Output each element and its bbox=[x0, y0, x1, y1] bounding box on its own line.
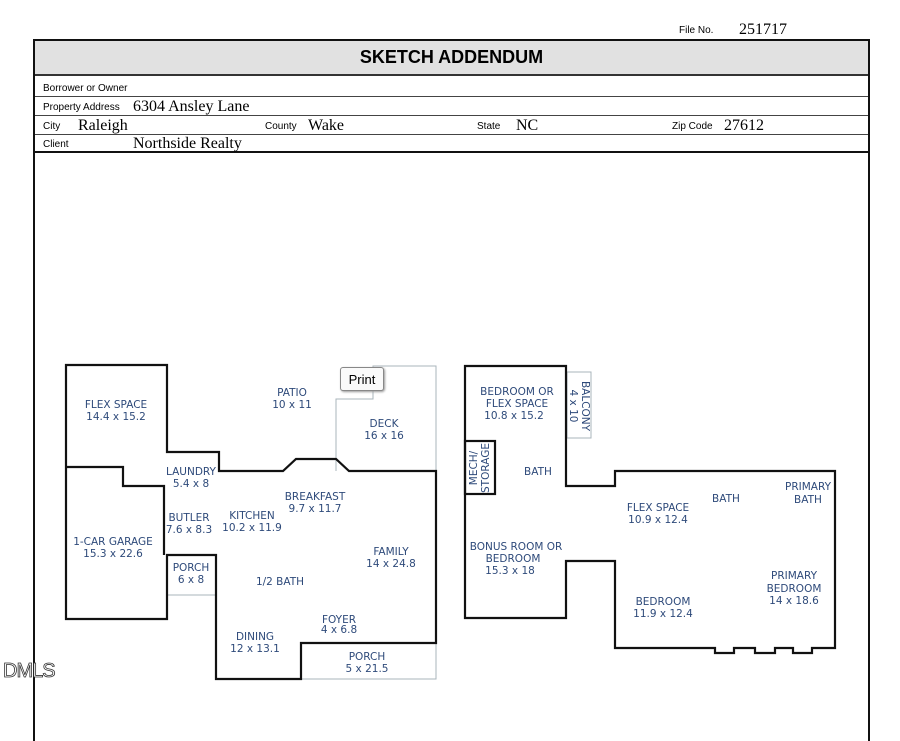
location-row: City Raleigh County Wake State NC Zip Co… bbox=[35, 116, 868, 135]
file-no-label: File No. bbox=[679, 25, 714, 36]
sketch-addendum-form: SKETCH ADDENDUM Borrower or Owner Proper… bbox=[33, 39, 870, 741]
page-title: SKETCH ADDENDUM bbox=[35, 41, 868, 76]
mech-storage-outline bbox=[463, 439, 497, 496]
garage-wall bbox=[66, 465, 166, 555]
state-label: State bbox=[477, 121, 501, 132]
client-value: Northside Realty bbox=[133, 135, 242, 152]
room-bath-hall: BATH bbox=[712, 493, 740, 505]
room-half-bath: 1/2 BATH bbox=[256, 576, 304, 588]
client-label: Client bbox=[43, 139, 69, 150]
zip-label: Zip Code bbox=[672, 121, 713, 132]
borrower-label: Borrower or Owner bbox=[43, 83, 128, 94]
room-bath-upper: BATH bbox=[524, 466, 552, 478]
room-mech-storage: MECH/STORAGE bbox=[468, 443, 492, 493]
room-balcony: BALCONY4 x 10 bbox=[567, 381, 591, 432]
county-label: County bbox=[265, 121, 297, 132]
borrower-row: Borrower or Owner bbox=[35, 80, 868, 97]
city-label: City bbox=[43, 121, 61, 132]
porch-front-outline bbox=[301, 643, 437, 680]
upper-floor-outline bbox=[463, 364, 837, 655]
dmls-watermark: DMLS bbox=[3, 660, 56, 683]
file-no-value: 251717 bbox=[739, 21, 787, 38]
state-value: NC bbox=[516, 117, 539, 134]
address-label: Property Address bbox=[43, 102, 120, 113]
address-row: Property Address 6304 Ansley Lane bbox=[35, 97, 868, 116]
client-row: Client Northside Realty bbox=[35, 135, 868, 153]
zip-value: 27612 bbox=[724, 117, 764, 134]
city-value: Raleigh bbox=[78, 117, 128, 134]
main-floor-outline bbox=[64, 363, 438, 681]
county-value: Wake bbox=[308, 117, 345, 134]
address-value: 6304 Ansley Lane bbox=[133, 98, 250, 115]
print-button[interactable]: Print bbox=[340, 367, 384, 391]
